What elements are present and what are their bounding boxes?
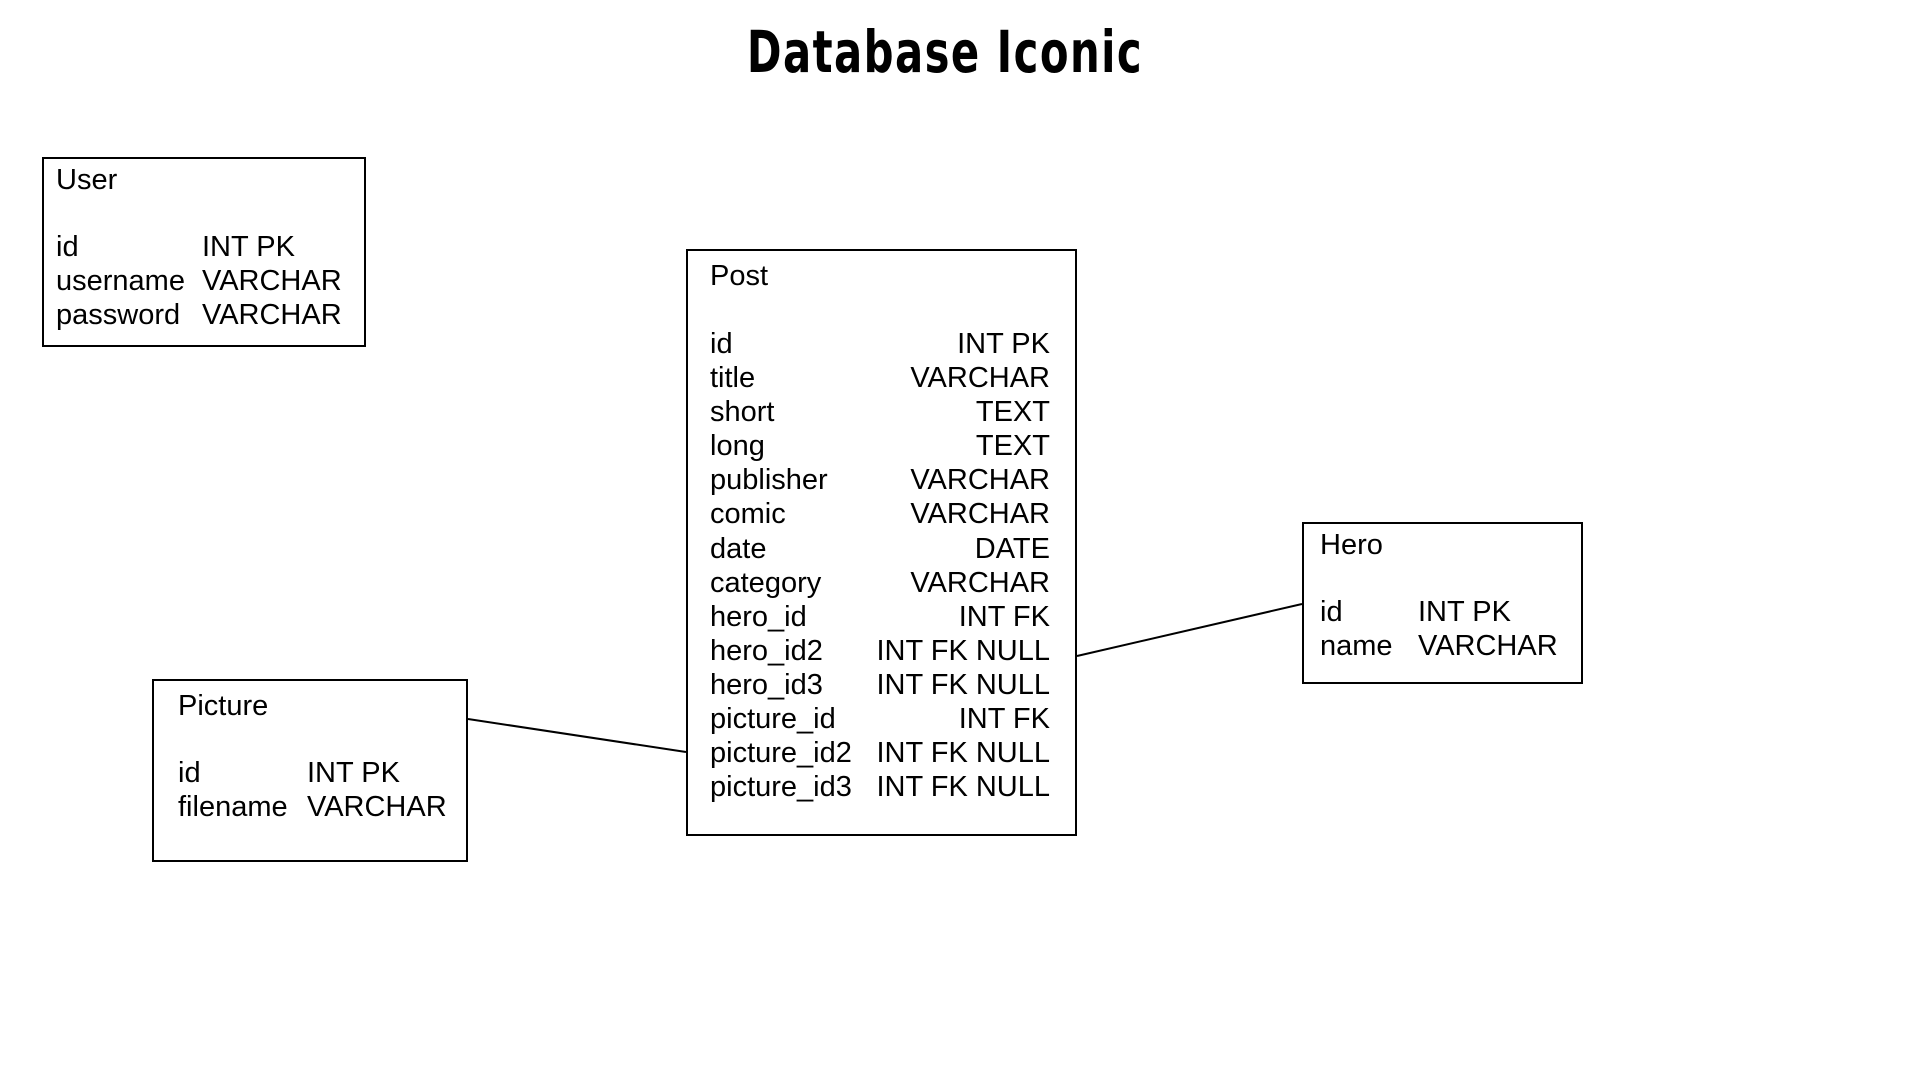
field-row: date DATE — [710, 533, 1050, 567]
field-row: comic VARCHAR — [710, 498, 1050, 532]
field-type: TEXT — [975, 430, 1050, 463]
field-name: hero_id2 — [710, 634, 823, 667]
field-row: picture_id3 INT FK NULL — [710, 771, 1050, 805]
field-type: VARCHAR — [1418, 630, 1558, 662]
field-type: INT FK NULL — [876, 668, 1050, 701]
entity-name: Post — [710, 260, 769, 292]
field-row: hero_id3 INT FK NULL — [710, 669, 1050, 703]
field-type: INT PK — [1418, 596, 1511, 628]
field-type: INT FK NULL — [876, 771, 1050, 804]
field-row: filename VARCHAR — [178, 791, 468, 825]
field-type: INT PK — [202, 231, 295, 263]
field-type: VARCHAR — [307, 791, 447, 823]
field-row: picture_id2 INT FK NULL — [710, 737, 1050, 771]
field-row: id INT PK — [178, 757, 468, 791]
field-type: VARCHAR — [202, 299, 342, 331]
diagram-title: Database Iconic — [746, 18, 1144, 86]
field-row: username VARCHAR — [56, 265, 356, 299]
field-type: VARCHAR — [910, 464, 1050, 497]
field-row: hero_id2 INT FK NULL — [710, 635, 1050, 669]
field-row: short TEXT — [710, 396, 1050, 430]
field-name: id — [178, 757, 201, 789]
field-name: hero_id3 — [710, 668, 823, 701]
field-name: date — [710, 532, 767, 565]
field-row: publisher VARCHAR — [710, 464, 1050, 498]
field-type: INT PK — [957, 328, 1050, 360]
field-row: long TEXT — [710, 430, 1050, 464]
field-row: category VARCHAR — [710, 567, 1050, 601]
field-list: id INT PK filename VARCHAR — [178, 757, 468, 825]
post-picture-connector — [467, 718, 687, 753]
field-name: long — [710, 430, 765, 463]
field-row: id INT PK — [710, 328, 1050, 362]
field-type: VARCHAR — [910, 498, 1050, 531]
field-row: picture_id INT FK — [710, 703, 1050, 737]
field-type: INT FK NULL — [876, 737, 1050, 770]
field-type: VARCHAR — [202, 265, 342, 297]
field-name: short — [710, 396, 775, 429]
post-hero-connector — [1076, 603, 1303, 657]
field-row: id INT PK — [56, 231, 356, 265]
field-type: VARCHAR — [910, 362, 1050, 395]
field-name: username — [56, 265, 185, 297]
field-list: id INT PK name VARCHAR — [1320, 596, 1580, 664]
field-name: title — [710, 362, 756, 395]
entity-name: Hero — [1320, 529, 1383, 561]
entity-picture[interactable]: Picture id INT PK filename VARCHAR — [152, 679, 468, 862]
field-name: password — [56, 299, 181, 331]
field-name: name — [1320, 630, 1393, 662]
field-name: id — [710, 328, 733, 360]
entity-name: Picture — [178, 690, 269, 722]
field-row: password VARCHAR — [56, 299, 356, 333]
field-type: INT PK — [307, 757, 400, 789]
field-name: hero_id — [710, 600, 807, 633]
field-name: picture_id2 — [710, 737, 852, 770]
field-row: name VARCHAR — [1320, 630, 1580, 664]
field-name: publisher — [710, 464, 828, 497]
field-name: filename — [178, 791, 288, 823]
field-type: DATE — [974, 532, 1050, 565]
field-row: hero_id INT FK — [710, 601, 1050, 635]
entity-name: User — [56, 164, 118, 196]
entity-hero[interactable]: Hero id INT PK name VARCHAR — [1302, 522, 1583, 684]
field-name: category — [710, 566, 822, 599]
field-type: VARCHAR — [910, 566, 1050, 599]
field-type: INT FK — [958, 600, 1050, 633]
field-type: INT FK — [958, 703, 1050, 736]
field-name: id — [1320, 596, 1343, 628]
field-name: id — [56, 231, 79, 263]
field-type: INT FK NULL — [876, 634, 1050, 667]
field-name: picture_id3 — [710, 771, 852, 804]
field-name: picture_id — [710, 703, 836, 736]
field-row: id INT PK — [1320, 596, 1580, 630]
field-name: comic — [710, 498, 786, 531]
field-row: title VARCHAR — [710, 362, 1050, 396]
field-type: TEXT — [975, 396, 1050, 429]
